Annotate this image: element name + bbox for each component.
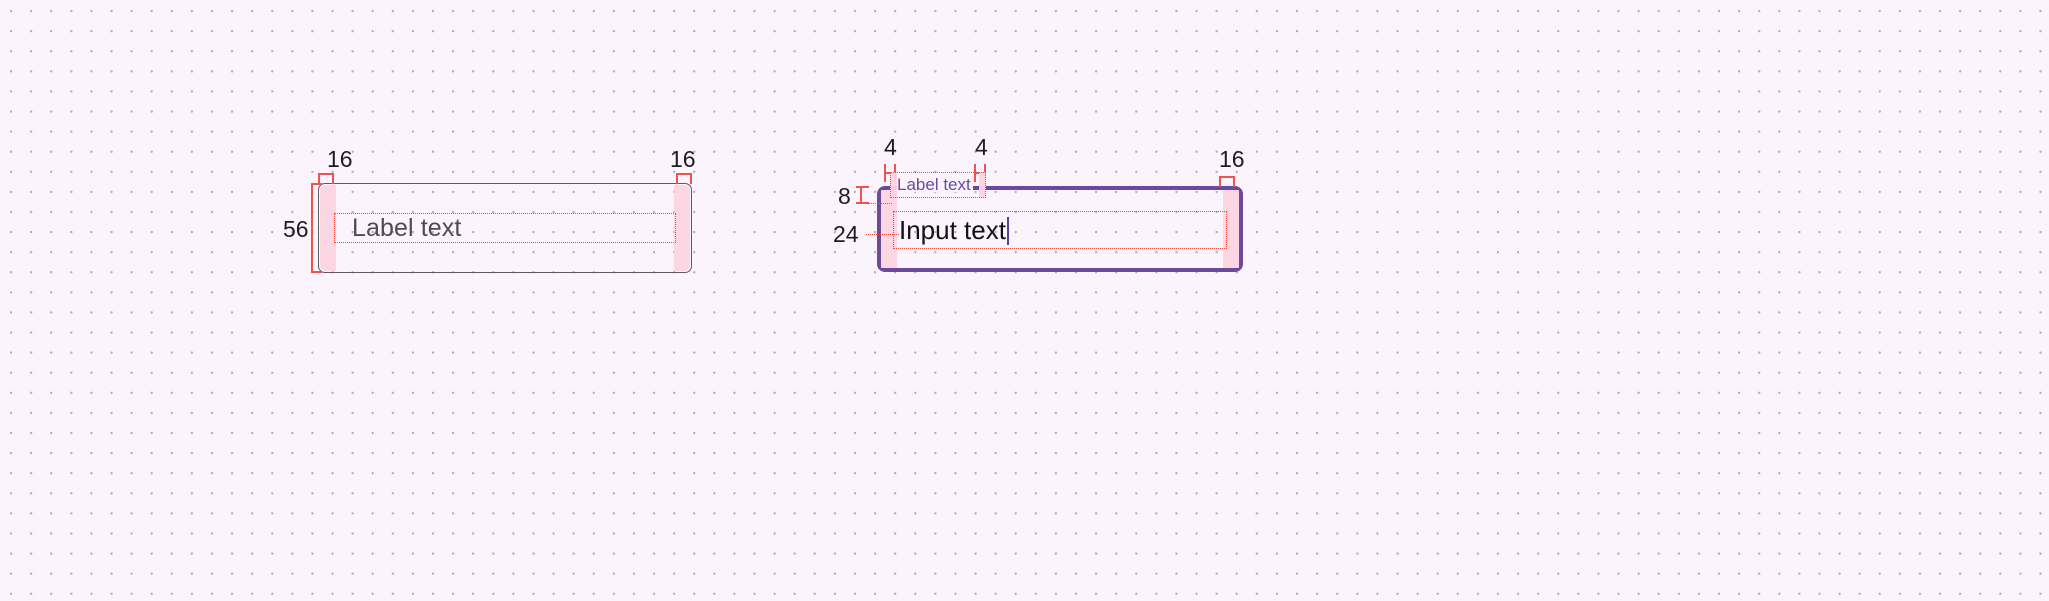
measure-bracket-padding-left bbox=[318, 173, 334, 184]
padding-overlay-right-focused bbox=[1223, 190, 1239, 268]
text-caret bbox=[1006, 217, 1010, 245]
text-bounds-outline bbox=[334, 213, 676, 243]
annotation-label-offset-right: 4 bbox=[975, 134, 988, 160]
focused-text-field[interactable] bbox=[877, 185, 1243, 272]
leader-line-input-top bbox=[866, 234, 899, 235]
padding-overlay-left bbox=[319, 184, 336, 272]
label-gap-left bbox=[890, 172, 897, 198]
measure-bracket-padding-right bbox=[676, 173, 692, 184]
input-value-text: Input text bbox=[899, 215, 1006, 245]
annotation-padding-right-focused: 16 bbox=[1219, 146, 1245, 172]
input-text-bounds-outline bbox=[893, 211, 1227, 249]
resting-text-field[interactable] bbox=[318, 183, 692, 273]
resting-field-label: Label text bbox=[352, 214, 462, 242]
input-value[interactable]: Input text bbox=[899, 211, 1010, 249]
annotation-height: 56 bbox=[283, 216, 309, 242]
floating-label: Label text bbox=[897, 175, 971, 194]
focused-text-field-spec: Label text Input text bbox=[877, 172, 1243, 272]
annotation-input-top-offset: 24 bbox=[833, 221, 859, 247]
leader-line-label-top bbox=[866, 203, 892, 204]
annotation-label-top-offset: 8 bbox=[838, 183, 851, 209]
annotation-padding-right: 16 bbox=[670, 146, 696, 172]
measure-bracket-height bbox=[311, 183, 322, 273]
label-gap-right bbox=[979, 172, 986, 198]
label-notch bbox=[897, 185, 973, 192]
resting-text-field-spec: Label text bbox=[318, 183, 692, 273]
measure-ibeam-label-top-offset bbox=[856, 186, 873, 204]
padding-overlay-right bbox=[674, 184, 691, 272]
measure-bracket-padding-right-focused bbox=[1219, 176, 1235, 187]
label-bounds-outline bbox=[890, 172, 986, 198]
annotation-padding-left: 16 bbox=[327, 146, 353, 172]
annotation-label-offset-left: 4 bbox=[884, 134, 897, 160]
